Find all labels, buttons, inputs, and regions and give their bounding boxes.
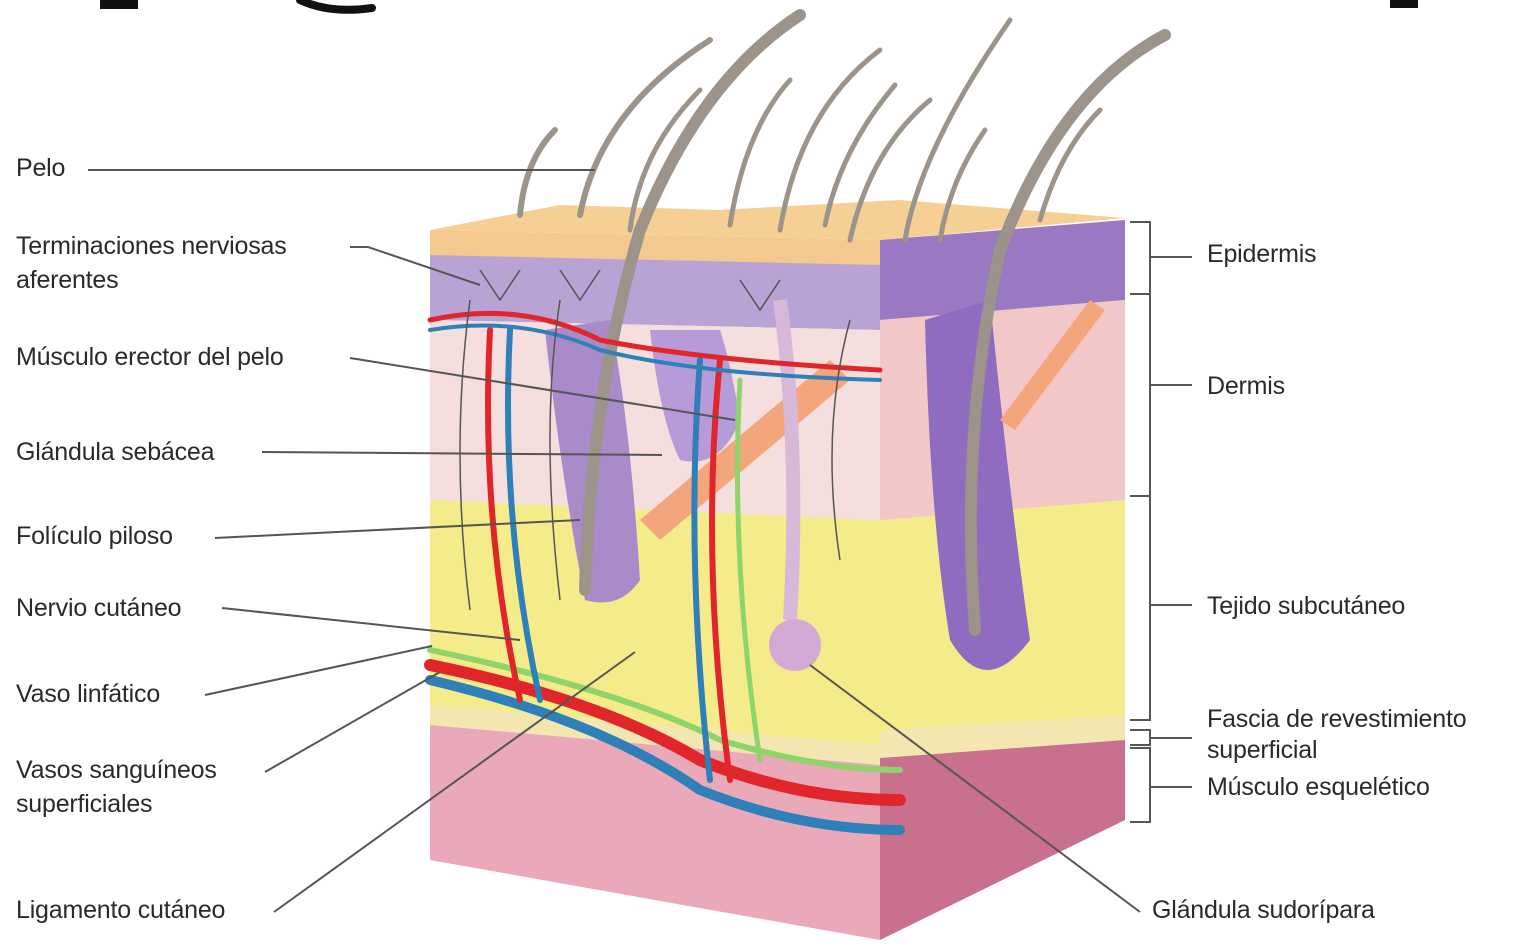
label-dermis: Dermis — [1207, 370, 1285, 402]
cropped-heading-fragment — [100, 0, 1418, 10]
label-terminaciones-nerviosas-line2: aferentes — [16, 264, 118, 296]
label-tejido-subcutaneo: Tejido subcutáneo — [1207, 590, 1405, 622]
label-vasos-sanguineos-line1: Vasos sanguíneos — [16, 754, 217, 786]
label-glandula-sebacea: Glándula sebácea — [16, 436, 214, 468]
label-fascia-line1: Fascia de revestimiento — [1207, 703, 1466, 735]
layer-brackets — [1130, 222, 1192, 822]
label-glandula-sudoripara: Glándula sudorípara — [1152, 894, 1375, 926]
label-vasos-sanguineos-line2: superficiales — [16, 788, 152, 820]
label-musculo-erector: Músculo erector del pelo — [16, 341, 284, 373]
label-ligamento-cutaneo: Ligamento cutáneo — [16, 894, 225, 926]
label-terminaciones-nerviosas-line1: Terminaciones nerviosas — [16, 230, 287, 262]
label-epidermis: Epidermis — [1207, 238, 1316, 270]
label-vaso-linfatico: Vaso linfático — [16, 678, 160, 710]
label-nervio-cutaneo: Nervio cutáneo — [16, 592, 181, 624]
label-foliculo-piloso: Folículo piloso — [16, 520, 173, 552]
label-fascia-line2: superficial — [1207, 734, 1317, 766]
label-pelo: Pelo — [16, 152, 65, 184]
label-musculo-esqueletico: Músculo esquelético — [1207, 771, 1430, 803]
